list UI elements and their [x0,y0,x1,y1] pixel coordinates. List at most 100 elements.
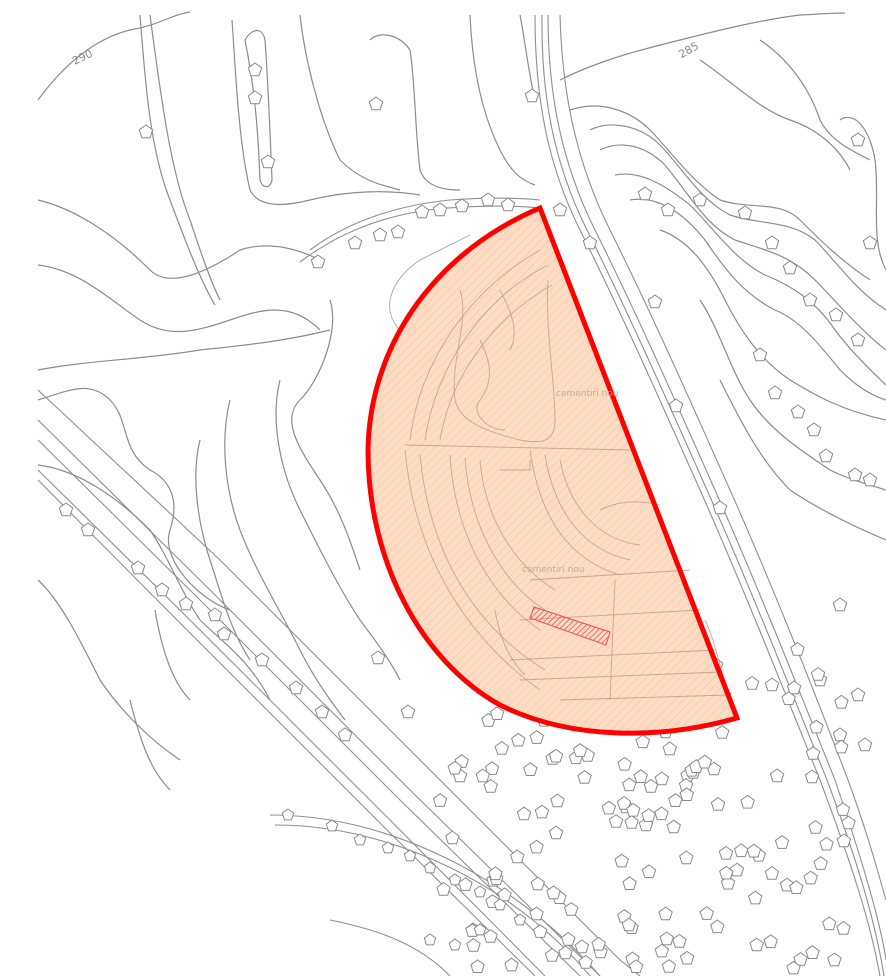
tree-icon [288,680,304,695]
parcel-label-south: cementiri nou [522,565,585,575]
tree-icon [710,919,725,934]
tree-icon [582,235,598,250]
tree-icon [216,626,232,641]
tree-icon [622,777,637,792]
tree-icon [454,198,470,213]
tree-icon [808,819,823,834]
tree-icon [813,856,828,870]
tree-icon [529,730,544,744]
tree-icon [748,890,763,905]
tree-icon [740,794,755,809]
tree-icon [138,124,154,139]
tree-icon [207,607,223,622]
tree-icon [260,154,276,169]
tree-icon [572,743,588,757]
tree-icon [447,760,462,775]
tree-icon [310,254,326,269]
tree-icon [178,596,194,611]
tree-icon [641,864,657,879]
tree-icon [850,687,866,702]
tree-icon [523,762,538,776]
tree-icon [529,839,544,854]
tree-icon [802,292,818,307]
tree-icon [500,197,516,212]
tree-icon [774,835,790,849]
tree-icon [493,898,507,911]
tree-icon [558,945,573,960]
tree-icon [637,186,653,201]
tree-icon [822,916,837,931]
tree-icon [786,960,801,975]
tree-icon [484,761,500,775]
tree-icon [666,819,681,834]
tree-icon [803,870,818,885]
tree-icon [544,947,560,962]
tree-icon [857,737,873,752]
tree-icon [473,923,487,936]
tree-icon [749,937,764,952]
tree-icon [767,385,783,400]
tree-icon [513,913,527,926]
parcel-inner-lines [404,249,736,716]
tree-icon [616,795,632,810]
tree-icon [470,959,485,973]
tree-icon [494,740,509,755]
tree-icon [841,815,856,830]
tree-icon [577,770,592,784]
tree-icon [445,830,460,845]
tree-icon [805,746,821,760]
tree-icon [847,467,863,482]
tree-icon [247,90,263,105]
tree-icon [714,725,730,739]
tree-icon [790,404,806,419]
tree-icon [58,502,74,517]
tree-icon [733,843,749,858]
tree-icon [448,938,462,951]
tree-icon [805,945,820,959]
tree-icon [390,224,406,239]
tree-icon [511,732,526,747]
tree-icon [591,936,606,951]
tree-icon [827,952,842,967]
tree-icon [647,294,663,309]
tree-icon [662,741,677,756]
tree-icon [475,768,491,783]
tree-icon [729,862,745,877]
tree-icon [489,706,505,720]
contour-lines-east [519,12,886,541]
tree-icon [836,833,852,848]
parcel-hatch [368,208,737,734]
tree-icon [635,734,651,749]
tree-icon [786,680,802,695]
tree-icon [782,260,798,275]
tree-icon [550,793,565,808]
tree-icon [679,850,694,865]
tree-icon [697,754,713,769]
tree-icon [719,865,734,880]
tree-icon [516,806,532,821]
tree-icon [601,800,617,815]
tree-icon [529,906,544,921]
tree-icon [764,865,780,880]
tree-icon [789,880,804,894]
tree-icon [533,924,548,938]
contour-lines [37,11,536,791]
tree-icon [524,88,540,103]
tree-icon [458,877,473,891]
tree-icon [833,739,849,754]
parcel-label-north: cementiri nou [556,389,619,399]
parcel-boundary [365,204,741,736]
tree-icon [643,778,659,793]
tree-icon [654,771,670,786]
tree-icon [247,62,263,77]
tree-icon [835,802,851,816]
tree-icon [819,836,834,851]
highlight-strip [529,606,611,646]
tree-icon [400,704,416,719]
tree-icon [718,845,734,860]
tree-icon [510,849,525,864]
tree-icon [626,802,641,817]
tree-icon [659,931,674,946]
tree-icon [381,841,395,854]
tree-icon [769,768,785,783]
